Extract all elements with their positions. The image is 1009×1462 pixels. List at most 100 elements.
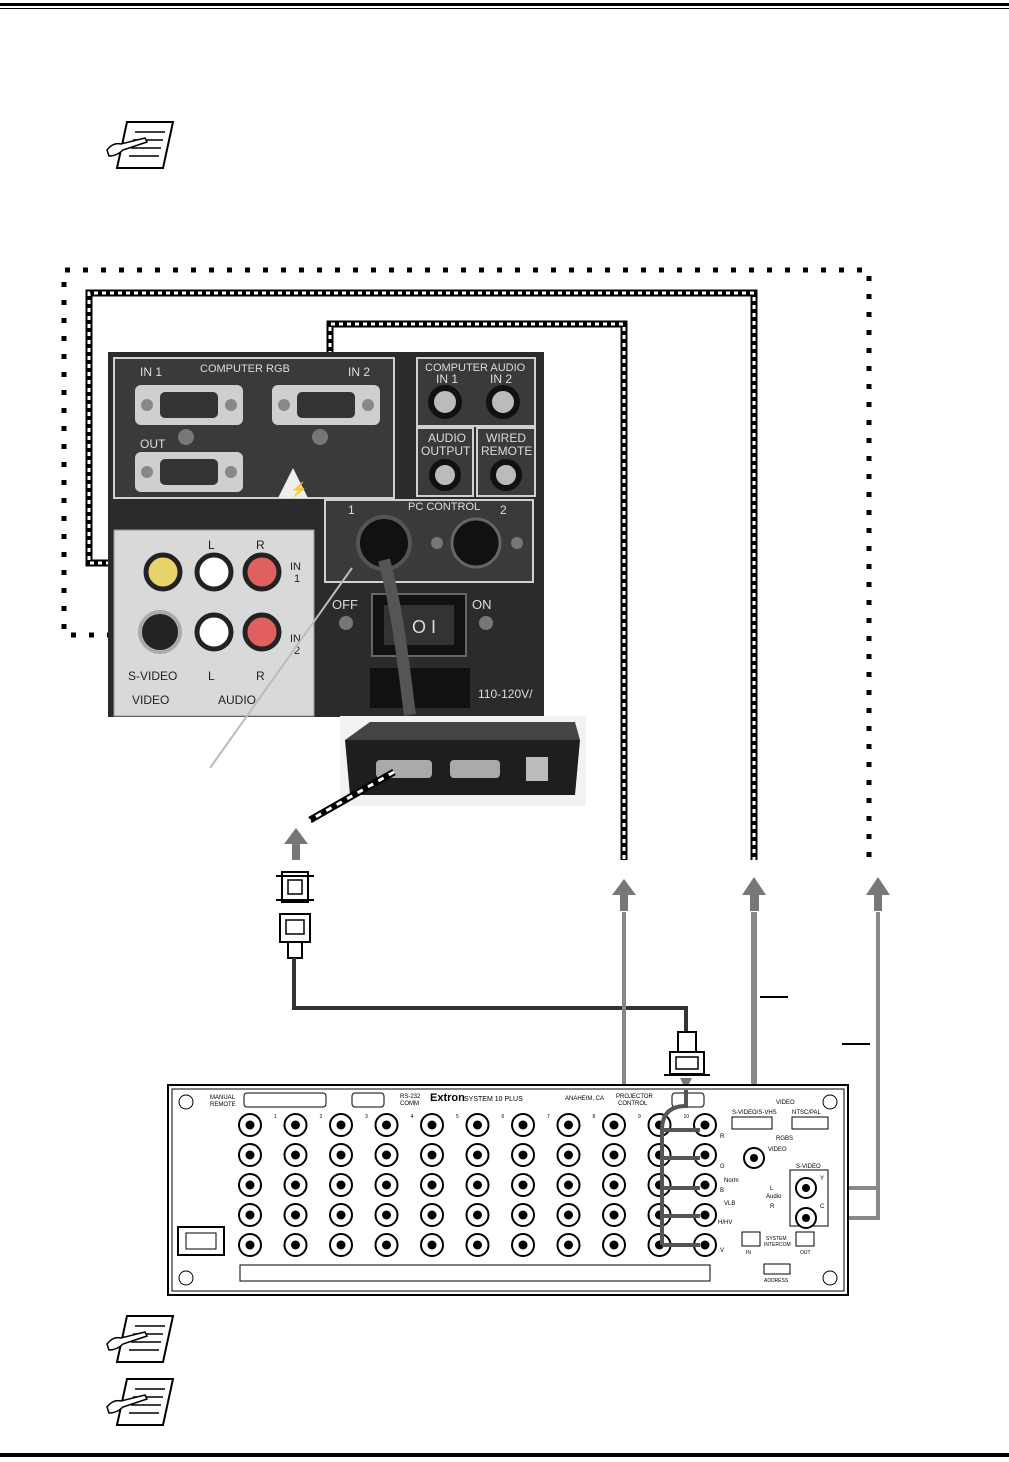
bnc-pin — [609, 1180, 619, 1190]
bnc-pin — [564, 1120, 573, 1130]
manual-remote-port[interactable] — [243, 1092, 327, 1108]
brand-label: Extron — [430, 1092, 465, 1104]
system-intercom-in[interactable] — [741, 1231, 761, 1247]
manual-remote-label-2: REMOTE — [210, 1102, 236, 1108]
address-label: ADDRESS — [764, 1278, 789, 1284]
svideo-in2-jack[interactable] — [138, 610, 182, 654]
audio-r-in2-jack[interactable] — [242, 612, 282, 652]
mini-din-port[interactable] — [526, 757, 548, 781]
audio-in2-jack[interactable] — [486, 385, 520, 419]
bottom-rule — [0, 1451, 1009, 1457]
intercom-label-2: INTERCOM — [764, 1242, 791, 1248]
bnc-pin — [427, 1150, 437, 1160]
pc-control-cable — [378, 558, 416, 716]
video-header-label: VIDEO — [776, 1100, 795, 1106]
bnc-pin — [382, 1240, 391, 1250]
bnc-pin — [245, 1120, 255, 1130]
bnc-pin — [291, 1150, 300, 1160]
intercom-label: SYSTEM — [766, 1236, 787, 1242]
arrow-up-icon — [866, 877, 890, 911]
rgb-in1-label: IN 1 — [140, 365, 162, 379]
bnc-pin — [473, 1210, 482, 1220]
ntsc-pal-label: NTSC/PAL — [792, 1110, 822, 1116]
bnc-pin — [609, 1240, 619, 1250]
rgb-out-port[interactable] — [135, 452, 243, 492]
pc-control-label: PC CONTROL — [408, 501, 480, 513]
note-icon — [106, 1378, 175, 1426]
computer-audio-label: COMPUTER AUDIO — [425, 362, 526, 374]
bnc-pin — [700, 1150, 710, 1160]
bnc-pin — [427, 1210, 437, 1220]
pc-port-2-label: 2 — [500, 503, 507, 517]
bnc-pin — [336, 1120, 346, 1130]
y-out-label: Y — [820, 1176, 824, 1182]
anaheim-label: ANAHEIM, CA — [565, 1096, 604, 1102]
power-off-label: OFF — [332, 597, 358, 612]
bnc-pin — [473, 1180, 482, 1190]
rs232-cable — [292, 958, 688, 1032]
out-g-label: G — [720, 1164, 725, 1170]
projector-control-label: PROJECTOR — [616, 1094, 654, 1100]
bnc-pin — [518, 1240, 528, 1250]
audio-l-in1-jack[interactable] — [194, 552, 234, 592]
out-b-label: B — [720, 1188, 724, 1194]
arrow-up-icon — [612, 879, 636, 911]
bnc-pin — [245, 1180, 255, 1190]
bnc-pin — [382, 1180, 391, 1190]
db9-port-b[interactable] — [450, 760, 500, 778]
channel-number-label: 10 — [684, 1114, 690, 1120]
audio-out-label: Audio — [766, 1194, 782, 1200]
intercom-in-label: IN — [746, 1250, 751, 1256]
audio-output-label: AUDIO — [428, 431, 466, 445]
video-in1-jack[interactable] — [143, 552, 183, 592]
note-icon — [106, 121, 175, 169]
bnc-pin — [564, 1240, 573, 1250]
svhs-label: S-VIDEO/S-VHS — [732, 1110, 777, 1116]
out-hhv-label: H/HV — [718, 1220, 732, 1226]
address-dip-switch[interactable] — [763, 1263, 791, 1275]
rgb-cable-route — [326, 320, 628, 860]
s-video-label: S-VIDEO — [128, 669, 177, 683]
db9-connector-icon — [664, 1031, 710, 1076]
power-on-label: ON — [472, 597, 492, 612]
norm-label: Norm — [724, 1178, 739, 1184]
video2-label: VIDEO — [768, 1147, 787, 1153]
rs232-comm-port[interactable] — [351, 1092, 385, 1108]
wired-remote-label-2: REMOTE — [481, 444, 532, 458]
bnc-pin — [564, 1180, 573, 1190]
audio-in1-jack[interactable] — [428, 385, 462, 419]
db9-connector-icon — [279, 913, 311, 959]
warning-icon — [278, 468, 308, 498]
bnc-pin — [609, 1210, 619, 1220]
gender-changer-icon — [276, 871, 314, 903]
projector-rear-panel: COMPUTER RGB IN 1 IN 2 OUT ⚡ COMPUTER AU… — [108, 352, 544, 717]
power-inlet[interactable] — [370, 668, 470, 708]
bnc-pin — [473, 1120, 482, 1130]
audio-output-jack[interactable] — [429, 459, 461, 491]
projector-control-box — [340, 716, 586, 806]
audio-r-label: R — [256, 538, 265, 552]
model-label: SYSTEM 10 PLUS — [464, 1096, 523, 1103]
pc-control-port-2[interactable] — [450, 517, 502, 569]
computer-rgb-label: COMPUTER RGB — [200, 363, 290, 375]
system-intercom-out[interactable] — [795, 1231, 815, 1247]
bnc-pin — [245, 1150, 255, 1160]
leader-line — [209, 567, 353, 769]
bnc-pin — [382, 1150, 391, 1160]
rs232-label: RS-232 — [400, 1094, 421, 1100]
svg-text:O I: O I — [412, 617, 436, 637]
wired-remote-jack[interactable] — [490, 459, 522, 491]
audio-r-in1-jack[interactable] — [242, 552, 282, 592]
note-icon — [106, 1315, 175, 1363]
rgb-in1-port[interactable] — [135, 385, 243, 425]
arrow-up-icon — [284, 828, 308, 860]
dip-switch-video[interactable] — [731, 1116, 773, 1130]
bnc-pin — [336, 1240, 346, 1250]
dip-switch-ntsc[interactable] — [791, 1116, 829, 1130]
bnc-pin — [700, 1240, 710, 1250]
audio-section-label: AUDIO — [218, 693, 256, 707]
audio-l-in2-jack[interactable] — [194, 612, 234, 652]
audio-out-l-label: L — [770, 1186, 774, 1192]
rgb-in2-port[interactable] — [272, 385, 380, 425]
